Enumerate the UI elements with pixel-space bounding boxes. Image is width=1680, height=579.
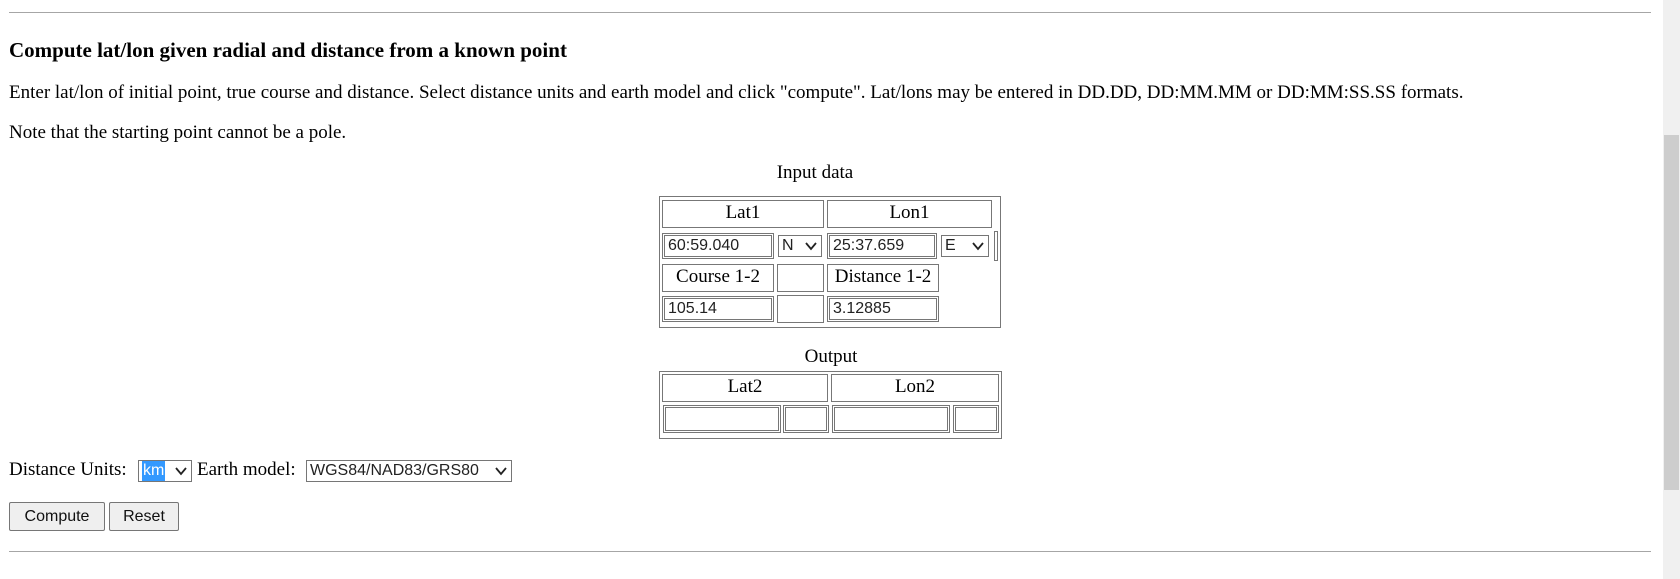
course-header: Course 1-2	[662, 264, 774, 292]
reset-button[interactable]: Reset	[109, 502, 179, 531]
distance-units-select[interactable]: km	[138, 460, 192, 482]
lon1-input[interactable]: 25:37.659	[827, 233, 937, 259]
distance-units-value: km	[142, 461, 166, 481]
chevron-down-icon	[495, 467, 507, 476]
instructions-text: Enter lat/lon of initial point, true cou…	[9, 82, 1464, 103]
lat1-input[interactable]: 60:59.040	[662, 233, 774, 259]
input-table	[659, 196, 1001, 328]
course-input[interactable]: 105.14	[662, 296, 774, 322]
output-table-caption: Output	[804, 346, 858, 367]
lat1-hemisphere-select[interactable]: N	[778, 235, 822, 257]
lon1-header: Lon1	[827, 200, 992, 228]
lat1-header: Lat1	[662, 200, 824, 228]
row-end-cell	[994, 231, 998, 261]
lat2-header: Lat2	[662, 374, 828, 402]
lat2-hemisphere-output[interactable]	[783, 405, 829, 433]
pole-note: Note that the starting point cannot be a…	[9, 122, 347, 143]
earth-model-label: Earth model:	[197, 459, 296, 480]
empty-cell	[777, 264, 824, 292]
lon2-header: Lon2	[831, 374, 999, 402]
chevron-down-icon	[805, 242, 817, 251]
bottom-divider	[9, 551, 1651, 552]
output-table	[659, 371, 1002, 439]
lon2-hemisphere-output[interactable]	[953, 405, 999, 433]
distance-input[interactable]: 3.12885	[827, 296, 939, 322]
lon1-hemisphere-select[interactable]: E	[941, 235, 989, 257]
compute-button[interactable]: Compute	[9, 502, 105, 531]
input-table-caption: Input data	[776, 162, 854, 183]
scrollbar-thumb[interactable]	[1664, 135, 1679, 490]
page-title: Compute lat/lon given radial and distanc…	[9, 38, 567, 62]
top-divider	[9, 12, 1651, 13]
lon2-output[interactable]	[832, 405, 950, 433]
distance-units-label: Distance Units:	[9, 459, 127, 480]
chevron-down-icon	[175, 467, 187, 476]
chevron-down-icon	[972, 242, 984, 251]
earth-model-value: WGS84/NAD83/GRS80	[310, 462, 479, 479]
lat2-output[interactable]	[663, 405, 781, 433]
lat1-hemisphere-value: N	[782, 237, 794, 254]
empty-cell	[777, 295, 824, 323]
lon1-hemisphere-value: E	[945, 237, 956, 254]
distance-header: Distance 1-2	[827, 264, 939, 292]
earth-model-select[interactable]: WGS84/NAD83/GRS80	[306, 460, 512, 482]
